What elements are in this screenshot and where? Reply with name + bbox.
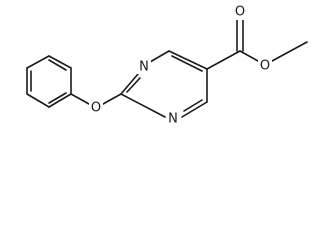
atom-n-top-label: N (139, 60, 149, 75)
bond-pyr-double-3 (183, 99, 203, 112)
atom-n-bottom-label: N (168, 112, 178, 127)
atom-o-carbonyl: O (233, 4, 247, 20)
bond-ph-double-2 (48, 59, 67, 71)
bond-ph-o (70, 93, 90, 105)
atom-o-ester-label: O (260, 59, 270, 74)
bond-c2-n-top (120, 73, 139, 95)
pyrimidine-ring (120, 50, 208, 118)
bond-n-top-c6 (149, 50, 170, 63)
bond-n-bottom-c2 (120, 93, 166, 118)
bond-o-c2 (102, 93, 122, 105)
ester-group (206, 18, 308, 70)
bond-ph-1 (48, 55, 72, 69)
atom-n-top: N (137, 58, 151, 75)
molecule-diagram: N N O O O (26, 4, 308, 127)
phenyl-ring (26, 55, 72, 108)
bond-c6-c5 (168, 50, 208, 70)
bond-pyr-double-2 (171, 55, 203, 72)
bond-ph-double-3 (48, 92, 67, 104)
bond-o-methyl (271, 41, 308, 62)
bond-pyr-double-1 (126, 77, 141, 93)
bond-carbonyl-c-o (239, 50, 259, 62)
atom-o-ester: O (258, 57, 272, 74)
bond-ph-5 (48, 93, 72, 108)
bond-c5-carbonyl-c (206, 50, 241, 70)
atom-n-bottom: N (166, 110, 180, 127)
atom-o-ether: O (89, 98, 103, 116)
bond-c4-n-bottom (181, 101, 208, 118)
bond-ph-4 (26, 93, 50, 108)
atom-o-ether-label: O (91, 101, 101, 116)
atom-o-carbonyl-label: O (235, 5, 245, 20)
molecule-structure: N N O O O (26, 4, 308, 127)
bond-ph-2 (26, 55, 50, 69)
